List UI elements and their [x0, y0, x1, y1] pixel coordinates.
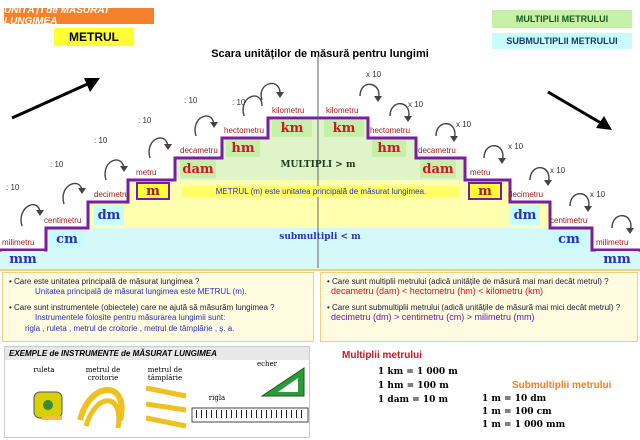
unit-km-right[interactable]: km: [324, 120, 364, 137]
unit-name-hectometru: hectometru: [224, 126, 265, 135]
divide-label: : 10: [184, 96, 198, 105]
multiples-button[interactable]: MULTIPLII METRULUI: [492, 10, 632, 28]
unit-name-decametru: decametru: [418, 146, 456, 155]
tool-label-ruleta: ruleta: [33, 366, 55, 374]
cm-band: [46, 228, 592, 250]
divide-label: : 10: [6, 183, 20, 192]
multiples-row-km: 1 km = 1 000 m: [378, 367, 458, 377]
divide-label: : 10: [232, 98, 246, 107]
meter-button[interactable]: METRUL: [54, 28, 134, 46]
answer-2-line1: Instrumentele folosite pentru măsurarea …: [35, 313, 226, 322]
unit-dam-left[interactable]: dam: [180, 160, 216, 178]
ruler-ticks: [196, 410, 304, 418]
tool-label-rigla: rigla: [208, 394, 226, 402]
unit-cm-left[interactable]: cm: [50, 230, 84, 248]
left-qa-panel: • Care este unitatea principală de măsur…: [2, 272, 314, 342]
unit-name-centimetru: centimetru: [550, 216, 588, 225]
tool-label-echer: echer: [256, 360, 278, 368]
unit-mm-left[interactable]: mm: [2, 251, 44, 268]
unit-name-centimetru: centimetru: [44, 216, 82, 225]
unit-name-decimetru: decimetru: [94, 190, 130, 199]
examples-title: EXEMPLE de INSTRUMENTE de MĂSURAT LUNGIM…: [5, 347, 309, 360]
multiples-row-hm: 1 hm = 100 m: [378, 381, 449, 391]
unit-cm-right[interactable]: cm: [552, 230, 586, 248]
submultiples-table: Submultiplii metrului 1 m = 10 dm 1 m = …: [478, 380, 638, 438]
unit-km-left[interactable]: km: [272, 120, 312, 137]
answer-1: Unitatea principală de măsurat lungimea …: [35, 287, 247, 296]
multiples-label: MULTIPLI > m: [280, 160, 356, 170]
dm-band: [88, 202, 550, 228]
scale-title: Scara unităților de măsură pentru lungim…: [211, 48, 429, 60]
submultiples-row-dm: 1 m = 10 dm: [482, 394, 547, 404]
unit-m-left[interactable]: m: [136, 182, 170, 200]
question-4: • Care sunt submultiplii metrului (adică…: [327, 303, 621, 312]
unit-name-decametru: decametru: [180, 146, 218, 155]
unit-name-milimetru: milimetru: [596, 238, 629, 247]
folding-rule-icon: [145, 385, 187, 429]
unit-name-decimetru: decimetru: [508, 190, 544, 199]
multiply-label: x 10: [550, 166, 566, 175]
question-1: • Care este unitatea principală de măsur…: [9, 277, 200, 286]
divide-label: : 10: [50, 160, 64, 169]
unit-name-milimetru: milimetru: [2, 238, 35, 247]
right-qa-panel: • Care sunt multiplii metrului (adică un…: [320, 272, 638, 342]
multiply-label: x 10: [408, 100, 424, 109]
hm-band: [222, 138, 416, 158]
submultiples-table-title: Submultiplii metrului: [512, 380, 612, 391]
multiply-label: x 10: [456, 120, 472, 129]
answer-4: decimetru (dm) > centimetru (cm) > milim…: [331, 312, 535, 322]
multiply-label: x 10: [590, 190, 606, 199]
unit-hm-right[interactable]: hm: [372, 140, 406, 157]
unit-dm-left[interactable]: dm: [94, 205, 124, 225]
question-2: • Care sunt instrumentele (obiectele) ca…: [9, 303, 275, 312]
unit-name-kilometru: kilometru: [326, 106, 359, 115]
divide-label: : 10: [94, 136, 108, 145]
submultiples-label: submultipli < m: [279, 232, 361, 242]
answer-3: decametru (dam) < hectometru (hm) < kilo…: [331, 286, 544, 296]
tool-label-tamplarie: metrul de tâmplărie: [147, 366, 183, 382]
divide-label: : 10: [138, 116, 152, 125]
dam-band: [175, 158, 465, 180]
topic-button[interactable]: UNITĂȚI de MĂSURAT LUNGIMEA: [4, 5, 154, 27]
submultiples-row-mm: 1 m = 1 000 mm: [482, 420, 566, 430]
tailor-tape-icon: [77, 387, 125, 429]
unit-hm-left[interactable]: hm: [226, 140, 260, 157]
unit-dam-right[interactable]: dam: [420, 160, 456, 178]
tape-measure-icon: [33, 391, 63, 420]
unit-m-right[interactable]: m: [468, 182, 502, 200]
submultiples-button[interactable]: SUBMULTIPLII METRULUI: [492, 33, 632, 49]
tool-label-croitorie: metrul de croitorie: [85, 366, 121, 382]
unit-name-kilometru: kilometru: [272, 106, 305, 115]
submultiples-row-cm: 1 m = 100 cm: [482, 407, 552, 417]
set-square-icon: [260, 367, 305, 397]
multiply-label: x 10: [366, 70, 382, 79]
mm-band: [0, 250, 640, 270]
unit-name-hectometru: hectometru: [370, 126, 411, 135]
right-big-arrow-icon: [547, 90, 612, 130]
unit-name-metru: metru: [136, 168, 157, 177]
unit-name-metru: metru: [470, 168, 491, 177]
multiply-label: x 10: [508, 142, 524, 151]
unit-mm-right[interactable]: mm: [596, 251, 638, 268]
multiples-row-dam: 1 dam = 10 m: [378, 395, 449, 405]
question-3: • Care sunt multiplii metrului (adică un…: [327, 277, 609, 286]
answer-2-line2: rigla , ruleta , metrul de croitorie , m…: [25, 324, 235, 333]
left-big-arrow-icon: [11, 78, 100, 120]
multiples-table: Multiplii metrului 1 km = 1 000 m 1 hm =…: [318, 350, 478, 438]
multiples-table-title: Multiplii metrului: [342, 350, 422, 361]
main-statement: METRUL (m) este unitatea principală de m…: [182, 186, 460, 197]
unit-dm-right[interactable]: dm: [510, 205, 540, 225]
